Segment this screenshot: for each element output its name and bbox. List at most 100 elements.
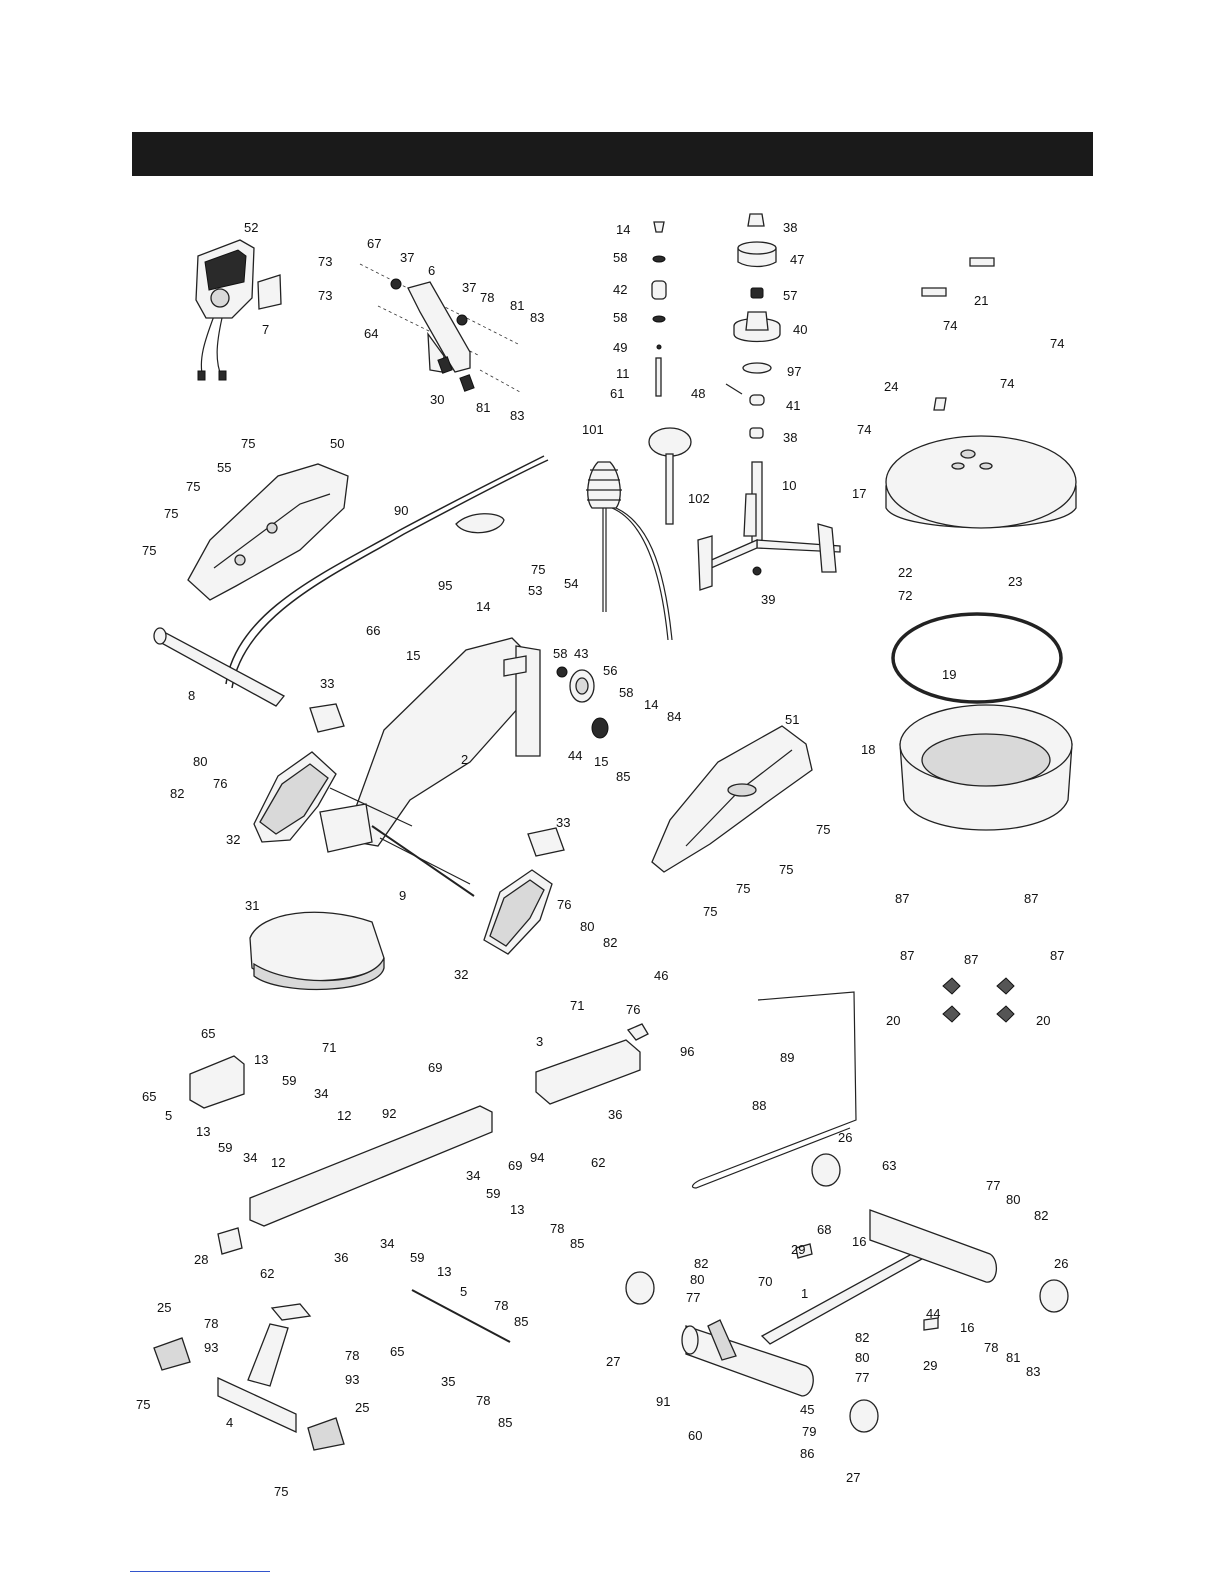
callout-label: 82 [170, 786, 184, 801]
callout-label: 55 [217, 460, 231, 475]
callout-label: 85 [514, 1314, 528, 1329]
callout-label: 38 [783, 220, 797, 235]
callout-label: 69 [428, 1060, 442, 1075]
callout-label: 77 [686, 1290, 700, 1305]
callout-label: 65 [142, 1089, 156, 1104]
callout-label: 93 [204, 1340, 218, 1355]
callout-label: 1 [801, 1286, 808, 1301]
callout-label: 75 [816, 822, 830, 837]
callout-label: 75 [779, 862, 793, 877]
callout-label: 36 [608, 1107, 622, 1122]
callout-label: 75 [703, 904, 717, 919]
callout-labels: 5273737673763778818364308183145842584911… [136, 220, 1068, 1499]
callout-label: 13 [437, 1264, 451, 1279]
callout-label: 79 [802, 1424, 816, 1439]
callout-label: 86 [800, 1446, 814, 1461]
callout-label: 65 [390, 1344, 404, 1359]
callout-label: 51 [785, 712, 799, 727]
callout-label: 93 [345, 1372, 359, 1387]
seat-bracket-part [189, 1055, 245, 1109]
left-shield-part [187, 463, 349, 601]
callout-label: 75 [186, 479, 200, 494]
callout-label: 85 [570, 1236, 584, 1251]
callout-label: 19 [942, 667, 956, 682]
right-shield-part [651, 725, 813, 873]
callout-label: 15 [406, 648, 420, 663]
callout-label: 80 [1006, 1192, 1020, 1207]
indicator-part [648, 427, 692, 525]
callout-label: 63 [882, 1158, 896, 1173]
callout-label: 44 [926, 1306, 940, 1321]
callout-label: 80 [193, 754, 207, 769]
callout-label: 6 [428, 263, 435, 278]
callout-label: 4 [226, 1415, 233, 1430]
callout-label: 27 [606, 1354, 620, 1369]
callout-label: 66 [366, 623, 380, 638]
callout-label: 101 [582, 422, 604, 437]
callout-label: 59 [486, 1186, 500, 1201]
callout-label: 73 [318, 288, 332, 303]
callout-label: 60 [688, 1428, 702, 1443]
callout-label: 33 [556, 815, 570, 830]
axle-part [411, 1289, 511, 1343]
callout-label: 78 [550, 1221, 564, 1236]
callout-label: 25 [355, 1400, 369, 1415]
hub-stack-part [651, 221, 667, 397]
callout-label: 11 [616, 366, 630, 381]
callout-label: 50 [330, 436, 344, 451]
callout-label: 24 [884, 379, 898, 394]
callout-label: 83 [510, 408, 524, 423]
callout-label: 90 [394, 503, 408, 518]
callout-label: 82 [694, 1256, 708, 1271]
base-shroud-part [899, 704, 1073, 831]
callout-label: 3 [536, 1034, 543, 1049]
callout-label: 22 [898, 565, 912, 580]
callout-label: 54 [564, 576, 578, 591]
callout-label: 46 [654, 968, 668, 983]
console-part [195, 239, 282, 381]
callout-label: 61 [610, 386, 624, 401]
seat-part [249, 911, 385, 991]
callout-label: 95 [438, 578, 452, 593]
callout-label: 14 [616, 222, 630, 237]
callout-label: 62 [591, 1155, 605, 1170]
callout-label: 16 [960, 1320, 974, 1335]
callout-label: 76 [626, 1002, 640, 1017]
callout-label: 35 [441, 1374, 455, 1389]
callout-label: 57 [783, 288, 797, 303]
callout-label: 59 [282, 1073, 296, 1088]
callout-label: 91 [656, 1394, 670, 1409]
callout-label: 12 [271, 1155, 285, 1170]
callout-label: 78 [494, 1298, 508, 1313]
callout-label: 80 [855, 1350, 869, 1365]
callout-label: 58 [553, 646, 567, 661]
callout-label: 31 [245, 898, 259, 913]
callout-label: 59 [218, 1140, 232, 1155]
callout-label: 29 [923, 1358, 937, 1373]
callout-label: 80 [580, 919, 594, 934]
callout-label: 94 [530, 1150, 544, 1165]
callout-label: 34 [380, 1236, 394, 1251]
callout-label: 65 [201, 1026, 215, 1041]
foot-pads-part [942, 977, 1015, 1023]
callout-label: 44 [568, 748, 582, 763]
resistance-knob-part [586, 461, 673, 641]
callout-label: 12 [337, 1108, 351, 1123]
callout-label: 81 [510, 298, 524, 313]
flywheel-hub-part [725, 213, 781, 439]
callout-label: 14 [644, 697, 658, 712]
callout-label: 47 [790, 252, 804, 267]
callout-label: 102 [688, 491, 710, 506]
callout-label: 53 [528, 583, 542, 598]
front-stabilizer-part [153, 1303, 345, 1451]
decal-part [969, 257, 995, 267]
callout-label: 58 [613, 310, 627, 325]
upright-bracket-part [359, 263, 521, 393]
callout-label: 37 [462, 280, 476, 295]
callout-label: 34 [314, 1086, 328, 1101]
page-link-underline [130, 1571, 270, 1572]
callout-label: 78 [204, 1316, 218, 1331]
callout-label: 21 [974, 293, 988, 308]
callout-label: 83 [530, 310, 544, 325]
